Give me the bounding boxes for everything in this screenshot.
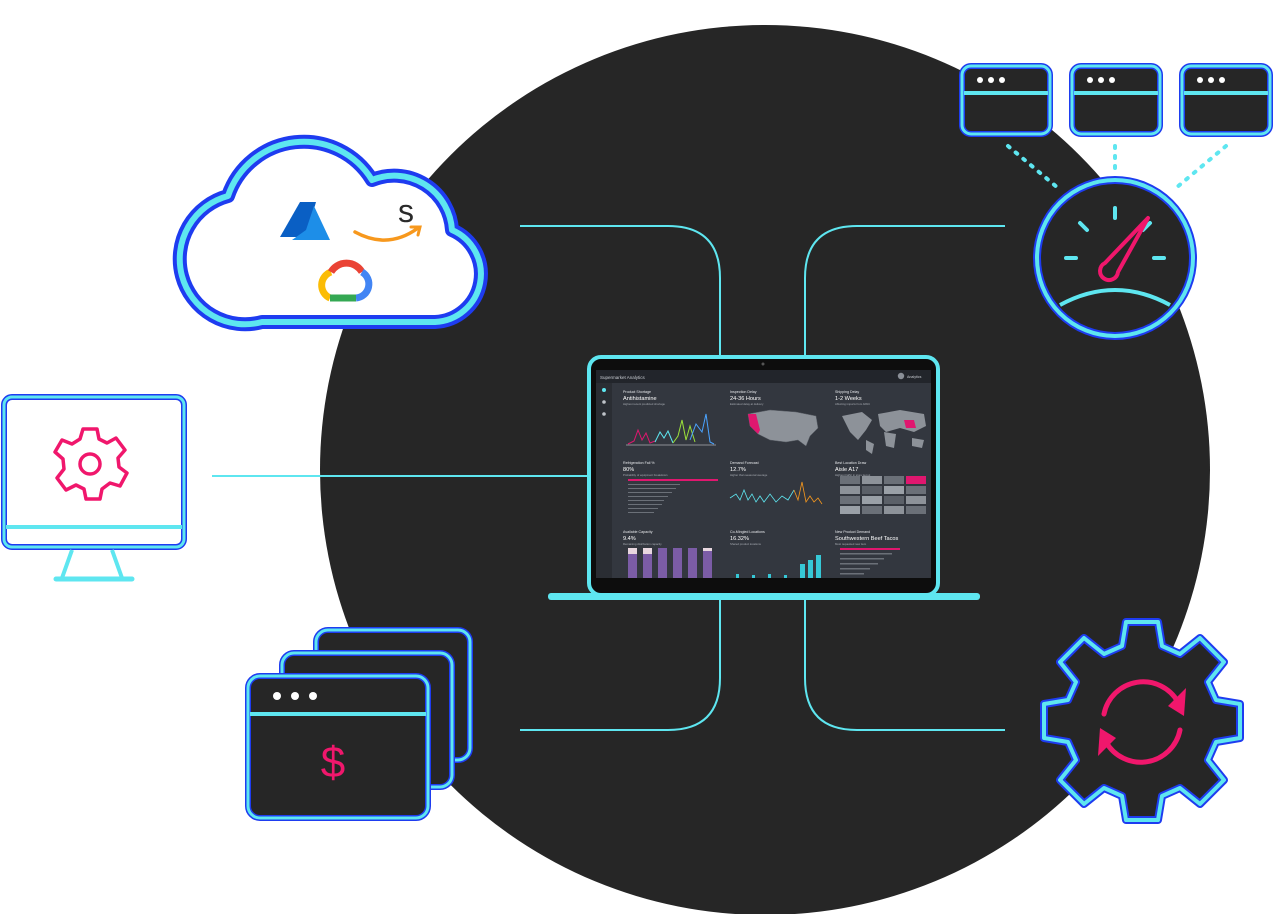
card-7: Available Capacity 9.4% Remaining distri…	[623, 530, 662, 546]
connector-bottom-left	[520, 598, 721, 731]
capacity-bars	[628, 548, 712, 578]
card-9: New Product Demand Southwestern Beef Tac…	[835, 530, 899, 546]
card-title: Inspection Delay	[730, 390, 757, 394]
card-value: 24-36 Hours	[730, 396, 761, 402]
user-label: Analytics	[907, 375, 922, 379]
dashboard-screen: Supermarket Analytics Analytics Product …	[596, 370, 931, 578]
card-sub: Most requested new item	[835, 542, 867, 546]
co-mingled-bars	[736, 555, 821, 578]
dotted-links	[1006, 144, 1228, 190]
aws-logo-icon: s	[353, 193, 422, 242]
card-sub: Shared product locations	[730, 542, 762, 546]
connector-bottom-right	[804, 598, 1005, 731]
azure-logo-icon	[280, 202, 330, 240]
browser-window-2-icon	[1069, 63, 1163, 137]
world-map	[842, 410, 926, 454]
connector-top-left	[520, 225, 721, 360]
card-value: 80%	[623, 467, 634, 473]
card-value: 12.7%	[730, 467, 746, 473]
nav-location-icon	[602, 400, 606, 404]
demand-sparkline	[729, 481, 823, 505]
card-sub: Highest traffic in store layout	[835, 473, 870, 477]
gauge-needle	[1098, 216, 1150, 283]
card-3: Shipping Delay 1-2 Weeks Affecting impor…	[835, 390, 870, 406]
laptop-icon: Supermarket Analytics Analytics Product …	[548, 355, 980, 600]
new-product-bars	[840, 548, 900, 575]
usa-map	[747, 409, 819, 447]
speedometer-icon	[1033, 176, 1197, 340]
card-sub: Estimated delay at delivery	[730, 402, 764, 406]
avatar	[897, 372, 905, 380]
settings-monitor-icon	[1, 394, 187, 582]
card-value: Antihistamine	[623, 396, 657, 402]
card-value: Aisle A17	[835, 467, 858, 473]
card-title: Shipping Delay	[835, 390, 859, 394]
card-title: Product Shortage	[623, 390, 651, 394]
location-heatmap	[840, 476, 926, 514]
card-title: Best Location Draw	[835, 461, 867, 465]
refrigeration-bars	[628, 479, 718, 513]
card-sub: Probability of equipment breakdown	[623, 473, 668, 477]
card-sub: Highest recent predicted shortage	[623, 402, 665, 406]
connector-lines	[212, 225, 1005, 731]
aws-text: s	[398, 193, 414, 229]
card-4: Refrigeration Fail % 80% Probability of …	[623, 461, 668, 477]
nav-grid-icon	[602, 412, 606, 416]
card-sub: Affecting imports from APAC	[835, 402, 870, 406]
card-value: 9.4%	[623, 536, 636, 542]
browser-window-3-icon	[1179, 63, 1273, 137]
card-title: Demand Forecast	[730, 461, 759, 465]
app-title: Supermarket Analytics	[600, 375, 646, 380]
dollar-icon: $	[321, 738, 345, 787]
card-value: Southwestern Beef Tacos	[835, 536, 899, 542]
card-title: Co-Mingled Locations	[730, 530, 765, 534]
card-title: Refrigeration Fail %	[623, 461, 655, 465]
card-8: Co-Mingled Locations 16.32% Shared produ…	[730, 530, 765, 546]
nav-home-icon	[602, 388, 606, 392]
browser-window-1-icon	[959, 63, 1053, 137]
sync-gear-icon	[1040, 618, 1244, 824]
card-1: Product Shortage Antihistamine Highest r…	[623, 390, 665, 406]
card-value: 16.32%	[730, 536, 749, 542]
connector-top-right	[804, 225, 1005, 360]
card-2: Inspection Delay 24-36 Hours Estimated d…	[730, 390, 764, 406]
card-value: 1-2 Weeks	[835, 396, 862, 402]
refresh-arrows-icon	[1101, 679, 1183, 765]
google-cloud-logo-icon	[318, 259, 373, 302]
shortage-sparkline	[626, 413, 716, 446]
cloud-providers-icon: s	[172, 134, 488, 332]
card-sub: Higher than seasonal average	[730, 473, 768, 477]
card-title: New Product Demand	[835, 530, 870, 534]
card-sub: Remaining distribution capacity	[623, 542, 662, 546]
card-title: Available Capacity	[623, 530, 653, 534]
monitoring-group	[959, 63, 1273, 340]
billing-windows-icon: $	[245, 627, 473, 821]
gear-icon	[53, 427, 129, 501]
card-5: Demand Forecast 12.7% Higher than season…	[730, 461, 768, 477]
card-6: Best Location Draw Aisle A17 Highest tra…	[835, 461, 870, 477]
